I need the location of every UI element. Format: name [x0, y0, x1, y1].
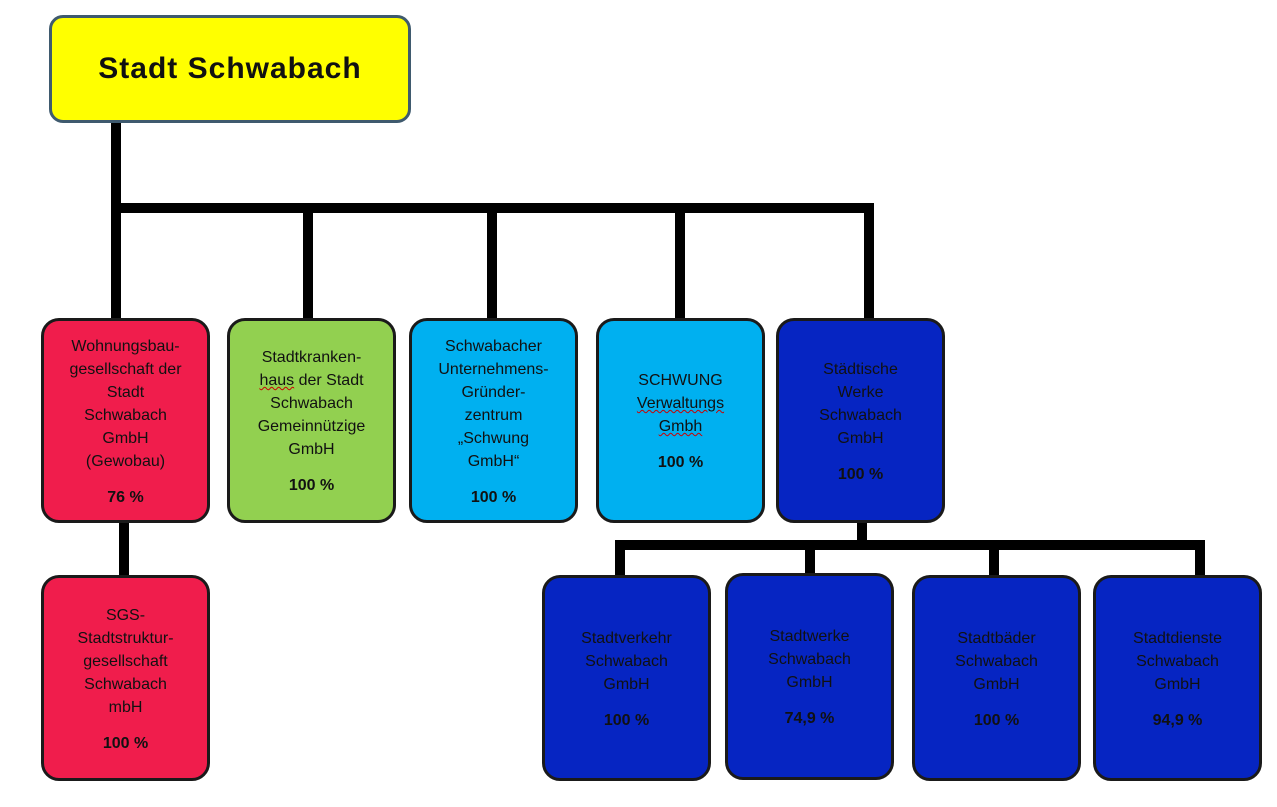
connector-drop-staedtische-werke	[864, 203, 874, 320]
root-title: Stadt Schwabach	[98, 52, 362, 85]
node-stadtbaeder-share: 100 %	[973, 711, 1020, 729]
connector-drop-stadtwerke	[805, 540, 815, 576]
node-stadtkrankenhaus-share: 100 %	[288, 477, 335, 494]
node-schwung-verwaltung-share: 100 %	[657, 454, 704, 471]
node-gruenderzentrum-share: 100 %	[470, 488, 517, 506]
connector-drop-stadtverkehr	[615, 540, 625, 577]
node-stadtbaeder-name: Stadtbäder Schwabach GmbH	[955, 629, 1038, 693]
node-stadtverkehr: Stadtverkehr Schwabach GmbH 100 %	[542, 575, 711, 781]
node-sgs-name: SGS- Stadtstruktur- gesellschaft Schwaba…	[77, 606, 174, 716]
connector-gewobau-sgs	[119, 523, 129, 577]
node-stadtdienste-name: Stadtdienste Schwabach GmbH	[1133, 629, 1222, 693]
node-stadtdienste-share: 94,9 %	[1152, 711, 1203, 729]
root-node-stadt-schwabach: Stadt Schwabach	[49, 15, 411, 123]
connector-sub-horizontal	[615, 540, 1205, 550]
connector-drop-schwung	[675, 203, 685, 320]
node-gewobau-name: Wohnungsbau- gesellschaft der Stadt Schw…	[69, 337, 182, 470]
connector-drop-gruenderzentrum	[487, 203, 497, 320]
node-stadtverkehr-name: Stadtverkehr Schwabach GmbH	[581, 629, 672, 693]
node-stadtkrankenhaus: Stadtkranken-haus der Stadt Schwabach Ge…	[227, 318, 396, 523]
node-sgs: SGS- Stadtstruktur- gesellschaft Schwaba…	[41, 575, 210, 781]
node-stadtverkehr-share: 100 %	[603, 711, 650, 729]
connector-drop-krankenhaus	[303, 203, 313, 320]
node-staedtische-werke-share: 100 %	[837, 465, 884, 483]
node-schwung-verwaltung-name-line1: SCHWUNG	[638, 372, 723, 389]
node-sgs-share: 100 %	[102, 734, 149, 752]
connector-drop-stadtdienste	[1195, 540, 1205, 577]
node-schwung-verwaltung-name-line3: Gmbh	[658, 418, 703, 435]
node-schwung-verwaltung-name-line2: Verwaltungs	[636, 395, 725, 412]
node-gruenderzentrum-name: Schwabacher Unternehmens- Gründer- zentr…	[438, 337, 549, 470]
node-stadtkrankenhaus-name: Stadtkranken-haus der Stadt Schwabach Ge…	[258, 346, 366, 461]
connector-drop-stadtbaeder	[989, 540, 999, 577]
node-staedtische-werke-name: Städtische Werke Schwabach GmbH	[819, 360, 902, 447]
node-gruenderzentrum: Schwabacher Unternehmens- Gründer- zentr…	[409, 318, 578, 523]
node-gewobau: Wohnungsbau- gesellschaft der Stadt Schw…	[41, 318, 210, 523]
node-stadtkrankenhaus-name-haus: haus	[259, 372, 295, 389]
node-gewobau-share: 76 %	[107, 488, 144, 506]
node-stadtwerke: Stadtwerke Schwabach GmbH 74,9 %	[725, 573, 894, 780]
connector-werke-down	[857, 523, 867, 546]
node-stadtwerke-name: Stadtwerke Schwabach GmbH	[768, 628, 851, 691]
node-stadtkrankenhaus-name-line1: Stadtkranken-	[261, 349, 362, 366]
node-stadtdienste: Stadtdienste Schwabach GmbH 94,9 %	[1093, 575, 1262, 781]
node-staedtische-werke: Städtische Werke Schwabach GmbH 100 %	[776, 318, 945, 523]
connector-drop-gewobau	[111, 203, 121, 320]
node-stadtwerke-share: 74,9 %	[784, 710, 835, 727]
node-stadtkrankenhaus-name-rest: der Stadt Schwabach Gemeinnützige GmbH	[257, 372, 366, 458]
node-stadtbaeder: Stadtbäder Schwabach GmbH 100 %	[912, 575, 1081, 781]
connector-root-down	[111, 123, 121, 211]
